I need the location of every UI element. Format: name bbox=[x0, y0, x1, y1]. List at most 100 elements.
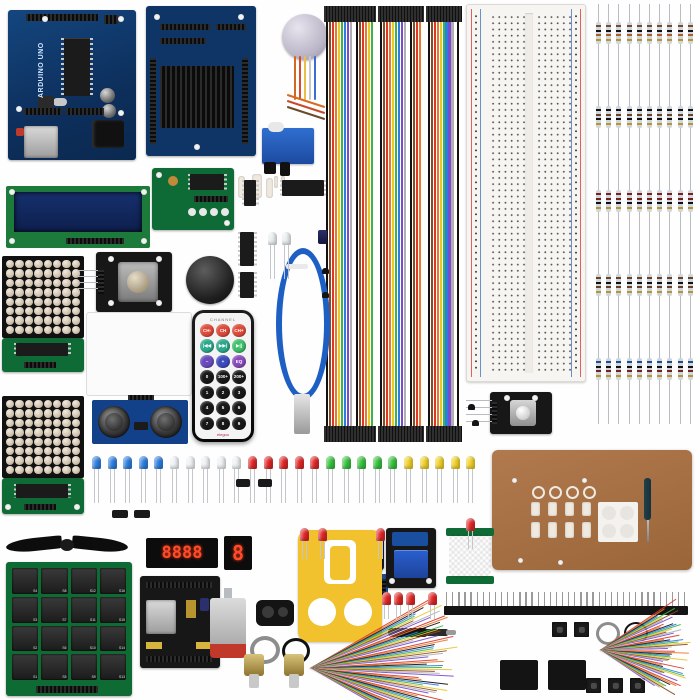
diode-strip bbox=[466, 396, 482, 404]
keypad-key-s7[interactable]: S7 bbox=[41, 597, 67, 623]
resistor-color-band bbox=[637, 282, 642, 284]
matrix-dot bbox=[62, 438, 70, 446]
remote-button-100+[interactable]: 100+ bbox=[216, 370, 230, 383]
keypad-key-s5[interactable]: S5 bbox=[41, 654, 67, 680]
keypad-key-s10[interactable]: S10 bbox=[71, 626, 97, 652]
usb-type-a-plug[interactable] bbox=[294, 394, 310, 434]
joystick-module[interactable] bbox=[96, 252, 172, 312]
hcsr04-ultrasonic-sensor[interactable] bbox=[92, 400, 188, 444]
mini-breadboard-170[interactable] bbox=[86, 312, 192, 396]
led-matrix-module-bottom[interactable] bbox=[2, 396, 84, 478]
keypad-key-s4[interactable]: S4 bbox=[12, 568, 38, 594]
keypad-key-s16[interactable]: S16 bbox=[100, 568, 126, 594]
chassis-plate[interactable] bbox=[298, 530, 382, 642]
battery-snap-connector[interactable] bbox=[256, 600, 294, 626]
rgb-led-module[interactable] bbox=[490, 392, 552, 434]
keypad-key-s6[interactable]: S6 bbox=[41, 626, 67, 652]
remote-button-6[interactable]: 6 bbox=[232, 401, 246, 414]
led-yellow bbox=[466, 456, 475, 503]
remote-button-200+[interactable]: 200+ bbox=[232, 370, 246, 383]
remote-button-[interactable]: – bbox=[200, 355, 214, 368]
remote-button-ch-[interactable]: CH- bbox=[200, 324, 214, 337]
sensor-shield-board[interactable] bbox=[146, 6, 256, 156]
remote-button-9[interactable]: 9 bbox=[232, 417, 246, 430]
remote-button-7[interactable]: 7 bbox=[200, 417, 214, 430]
resistor-color-band bbox=[627, 123, 632, 125]
potentiometer-1[interactable] bbox=[244, 654, 264, 676]
keypad-key-grid[interactable]: S4S8S12S16S3S7S11S15S2S6S10S14S1S5S9S13 bbox=[12, 568, 126, 680]
keypad-key-s14[interactable]: S14 bbox=[100, 626, 126, 652]
tactile-push-button[interactable] bbox=[574, 622, 589, 637]
remote-button-eq[interactable]: EQ bbox=[232, 355, 246, 368]
power-supply-module[interactable] bbox=[140, 576, 220, 668]
matrix-dot bbox=[44, 400, 52, 408]
arduino-uno-board[interactable]: ARDUINO UNO bbox=[8, 10, 136, 160]
remote-button-0[interactable]: 0 bbox=[200, 370, 214, 383]
keypad-key-s9[interactable]: S9 bbox=[71, 654, 97, 680]
screwdriver-tool[interactable] bbox=[644, 478, 651, 520]
resistor-color-band bbox=[647, 207, 652, 209]
resistor-color-band bbox=[657, 361, 662, 363]
remote-button-4[interactable]: 4 bbox=[200, 401, 214, 414]
potentiometer-2[interactable] bbox=[284, 654, 304, 676]
resistor-color-band bbox=[606, 30, 611, 32]
dupont-ribbon-cable-c[interactable] bbox=[428, 18, 460, 442]
remote-button-ch+[interactable]: CH+ bbox=[232, 324, 246, 337]
tactile-push-button[interactable] bbox=[552, 622, 567, 637]
header-pin bbox=[544, 592, 545, 606]
battery-holder-2[interactable] bbox=[548, 660, 586, 690]
remote-button-grid[interactable]: CH-CHCH+ |◀◀▶▶|▶|| –+EQ 0100+200+ 123 456 789 bbox=[200, 324, 246, 430]
ir-remote-control[interactable]: CHANNEL CH-CHCH+|◀◀▶▶|▶||–+EQ0100+200+12… bbox=[192, 310, 254, 442]
matrix-dot bbox=[53, 269, 61, 277]
matrix-dot bbox=[6, 409, 14, 417]
lcd1602-module[interactable] bbox=[6, 186, 150, 248]
resistor bbox=[647, 256, 652, 340]
matrix-dot bbox=[62, 260, 70, 268]
tactile-push-button[interactable] bbox=[586, 678, 601, 693]
psu-jumper-1[interactable] bbox=[146, 642, 162, 649]
dc-motor[interactable] bbox=[210, 598, 246, 648]
relay-module-1ch[interactable] bbox=[386, 528, 436, 588]
sg90-servo-motor[interactable] bbox=[262, 128, 314, 164]
jumper-wire-bundle-right[interactable] bbox=[600, 620, 700, 680]
ir-receiver-module[interactable] bbox=[152, 168, 234, 230]
breadboard-830-point[interactable] bbox=[466, 4, 586, 382]
keypad-key-s15[interactable]: S15 bbox=[100, 597, 126, 623]
keypad-key-s1[interactable]: S1 bbox=[12, 654, 38, 680]
uno-dc-power-jack[interactable] bbox=[92, 120, 124, 148]
battery-holder-1[interactable] bbox=[500, 660, 538, 690]
keypad-key-s2[interactable]: S2 bbox=[12, 626, 38, 652]
remote-button-ch[interactable]: CH bbox=[216, 324, 230, 337]
tactile-push-button[interactable] bbox=[608, 678, 623, 693]
psu-usb-a-port[interactable] bbox=[146, 600, 176, 634]
header-pin bbox=[641, 592, 642, 606]
resistor-color-band bbox=[616, 361, 621, 363]
uno-usb-b-port[interactable] bbox=[24, 126, 58, 158]
keypad-key-s11[interactable]: S11 bbox=[71, 597, 97, 623]
jumper-wire-bundle-left[interactable] bbox=[310, 640, 470, 696]
remote-button-5[interactable]: 5 bbox=[216, 401, 230, 414]
remote-button-[interactable]: ▶▶| bbox=[216, 339, 230, 352]
matrix-keypad-module[interactable]: S4S8S12S16S3S7S11S15S2S6S10S14S1S5S9S13 bbox=[6, 562, 132, 696]
fan-propeller-blade[interactable] bbox=[6, 534, 128, 556]
resistor-color-band bbox=[596, 114, 601, 116]
remote-button-[interactable]: |◀◀ bbox=[200, 339, 214, 352]
remote-button-2[interactable]: 2 bbox=[216, 386, 230, 399]
keypad-key-s8[interactable]: S8 bbox=[41, 568, 67, 594]
stepper-motor-28byj48[interactable] bbox=[282, 14, 328, 60]
remote-button-1[interactable]: 1 bbox=[200, 386, 214, 399]
keypad-key-s3[interactable]: S3 bbox=[12, 597, 38, 623]
matrix-dot bbox=[34, 400, 42, 408]
uno-reset-button[interactable] bbox=[16, 128, 24, 136]
resistor bbox=[688, 256, 693, 340]
resistor-lead bbox=[618, 256, 619, 340]
remote-button-8[interactable]: 8 bbox=[216, 417, 230, 430]
dupont-ribbon-cable-b[interactable] bbox=[380, 18, 422, 442]
keypad-key-s13[interactable]: S13 bbox=[100, 654, 126, 680]
remote-button-3[interactable]: 3 bbox=[232, 386, 246, 399]
acrylic-mounting-plate[interactable] bbox=[492, 450, 692, 570]
remote-button-+[interactable]: + bbox=[216, 355, 230, 368]
keypad-key-s12[interactable]: S12 bbox=[71, 568, 97, 594]
dupont-ribbon-cable-a[interactable] bbox=[326, 18, 374, 442]
remote-button-[interactable]: ▶|| bbox=[232, 339, 246, 352]
